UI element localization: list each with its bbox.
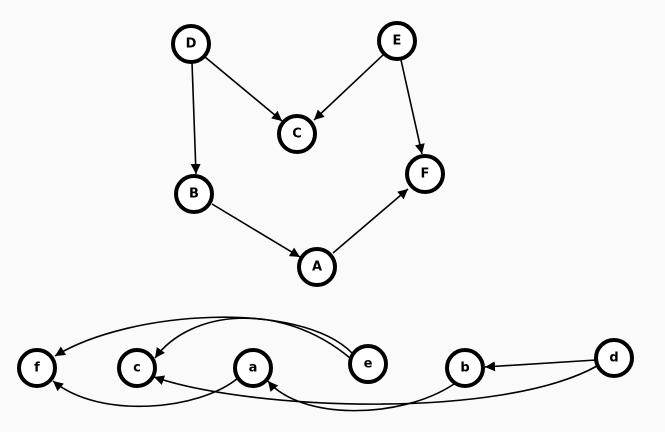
svg-text:d: d xyxy=(609,351,618,366)
node-F[interactable]: F xyxy=(405,154,445,194)
svg-text:c: c xyxy=(133,361,141,376)
svg-text:C: C xyxy=(292,127,302,142)
edge-e-f xyxy=(54,316,353,357)
edge-b-a xyxy=(267,380,455,412)
node-e[interactable]: e xyxy=(348,344,388,384)
node-A[interactable]: A xyxy=(297,247,337,287)
svg-text:B: B xyxy=(189,187,199,202)
edge-B-A xyxy=(211,203,301,258)
svg-text:D: D xyxy=(186,37,197,52)
node-C[interactable]: C xyxy=(277,114,317,154)
lower-graph-nodes: f c a e b d xyxy=(17,338,634,388)
edge-D-B xyxy=(190,61,201,175)
node-b[interactable]: b xyxy=(445,348,485,388)
edge-d-b xyxy=(484,359,597,372)
upper-graph-edges xyxy=(190,54,425,258)
edge-E-F xyxy=(400,59,425,155)
svg-text:b: b xyxy=(460,361,469,376)
svg-text:f: f xyxy=(34,361,40,376)
edge-a-f xyxy=(52,377,239,408)
node-a[interactable]: a xyxy=(233,348,273,388)
svg-text:e: e xyxy=(364,357,373,372)
svg-text:A: A xyxy=(312,260,322,275)
lower-graph-edges xyxy=(52,316,598,412)
svg-text:a: a xyxy=(249,361,258,376)
node-E[interactable]: E xyxy=(377,21,417,61)
node-D[interactable]: D xyxy=(171,24,211,64)
svg-text:E: E xyxy=(393,34,402,49)
edge-d-c xyxy=(153,365,598,405)
node-c[interactable]: c xyxy=(117,348,157,388)
node-f[interactable]: f xyxy=(17,348,57,388)
edge-D-C xyxy=(204,56,283,122)
edge-e-c xyxy=(154,317,351,359)
edge-A-F xyxy=(332,188,409,254)
node-d[interactable]: d xyxy=(594,338,634,378)
svg-text:F: F xyxy=(421,167,430,182)
edge-E-C xyxy=(313,54,384,121)
upper-graph-nodes: D E C B F A xyxy=(171,21,445,287)
node-B[interactable]: B xyxy=(174,174,214,214)
